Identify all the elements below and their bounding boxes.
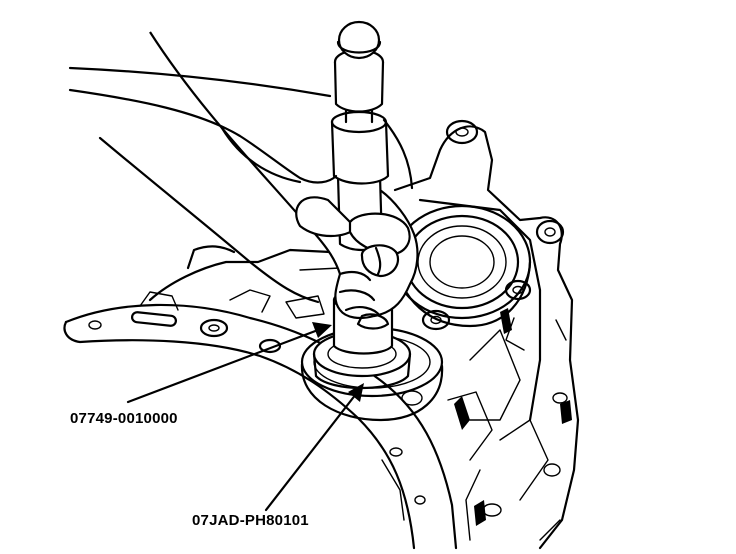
tool-callout-driver: 07749-0010000 xyxy=(70,410,178,427)
tool-callout-attachment: 07JAD-PH80101 xyxy=(192,512,309,529)
leader-arrow-tool-b xyxy=(264,383,364,512)
leader-arrow-tool-a xyxy=(126,322,332,404)
arm xyxy=(68,66,414,190)
transmission-housing xyxy=(63,119,580,550)
hammer xyxy=(295,20,411,278)
